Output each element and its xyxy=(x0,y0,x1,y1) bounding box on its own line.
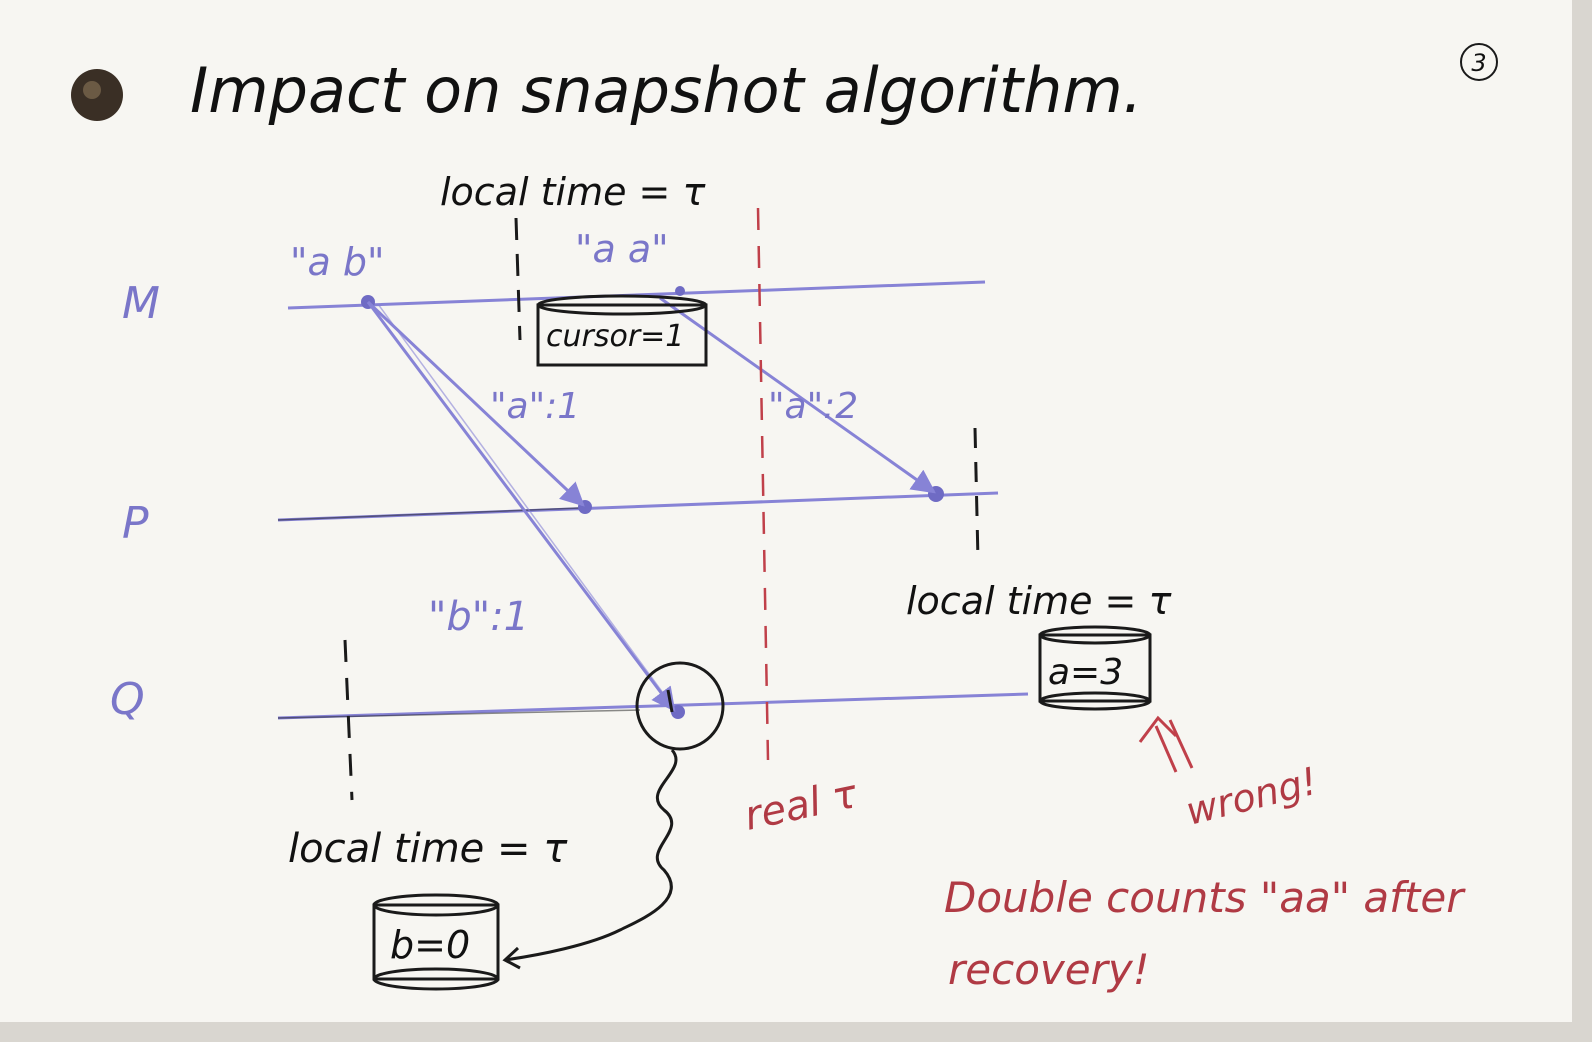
double-count-annotation-line1: Double counts "aa" after xyxy=(944,873,1466,922)
cut-line-q xyxy=(343,639,354,801)
double-count-annotation-line2: recovery! xyxy=(948,945,1150,994)
squiggle-connector xyxy=(504,748,678,962)
snapshot-p: a=3 xyxy=(1038,625,1152,711)
message-arrow-b1-double xyxy=(377,303,675,709)
highlight-circle-q-event xyxy=(635,661,725,751)
highlight-tick xyxy=(666,689,674,713)
snapshot-q-value: b=0 xyxy=(390,923,470,967)
page-number-circle xyxy=(1460,43,1498,81)
process-label-q: Q xyxy=(110,674,145,725)
input-label-aa: "a a" xyxy=(575,227,669,271)
message-label-a2: "a":2 xyxy=(768,386,858,427)
snapshot-p-value: a=3 xyxy=(1048,652,1123,693)
local-time-label-m: local time = τ xyxy=(440,170,706,214)
message-label-a1: "a":1 xyxy=(490,386,580,427)
process-label-p: P xyxy=(122,498,149,549)
page-title: Impact on snapshot algorithm. xyxy=(190,54,1143,127)
page-number: 3 xyxy=(1471,49,1486,77)
snapshot-m: cursor=1 xyxy=(536,294,708,367)
cut-line-p xyxy=(973,427,980,561)
process-label-m: M xyxy=(122,278,160,329)
snapshot-q: b=0 xyxy=(372,893,500,991)
message-arrow-a1 xyxy=(366,300,585,507)
bullet-highlight xyxy=(83,81,101,99)
input-label-ab: "a b" xyxy=(290,240,384,284)
message-arrow-b1 xyxy=(366,301,676,712)
squiggle-arrowhead xyxy=(502,946,521,970)
event-m-second xyxy=(675,286,685,296)
paper-card xyxy=(0,0,1572,1022)
local-time-label-q: local time = τ xyxy=(288,826,568,872)
local-time-label-p: local time = τ xyxy=(906,579,1172,623)
snapshot-m-value: cursor=1 xyxy=(546,319,684,354)
message-label-b1: "b":1 xyxy=(428,594,529,640)
timeline-q-ink xyxy=(277,709,641,719)
real-time-cut-line xyxy=(756,207,770,761)
wrong-arrows xyxy=(1138,715,1194,773)
cut-line-m xyxy=(514,217,522,341)
